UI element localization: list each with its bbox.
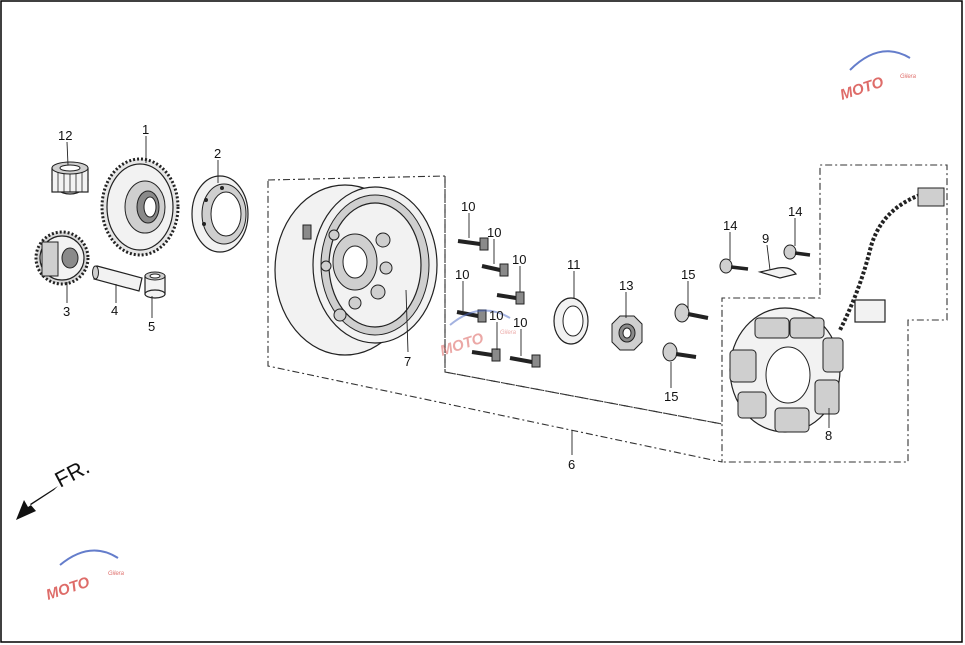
watermark-bottom-left: MOTO Gilera bbox=[44, 549, 125, 604]
washer-part bbox=[553, 297, 589, 345]
callout-5: 5 bbox=[148, 319, 155, 334]
bolt-14b bbox=[783, 244, 811, 260]
callout-2: 2 bbox=[214, 146, 221, 161]
starter-driven-gear-part bbox=[100, 157, 180, 257]
callout-10-f: 10 bbox=[513, 315, 527, 330]
callout-1: 1 bbox=[142, 122, 149, 137]
pickup-sensor bbox=[854, 299, 886, 323]
callout-11: 11 bbox=[567, 257, 581, 272]
assembly-boundary-stator bbox=[444, 164, 948, 463]
callout-10-b: 10 bbox=[487, 225, 501, 240]
bolt-group-14 bbox=[719, 244, 811, 274]
bolt-10a bbox=[457, 237, 489, 251]
callout-15-b: 15 bbox=[664, 389, 678, 404]
bolt-10b bbox=[481, 263, 509, 277]
one-way-clutch-part bbox=[191, 175, 249, 253]
front-direction-arrow: FR. bbox=[16, 454, 94, 520]
watermark-text: MOTO bbox=[44, 574, 92, 604]
callout-15-a: 15 bbox=[681, 267, 695, 282]
callout-4: 4 bbox=[111, 303, 118, 318]
watermark-subtext: Gilera bbox=[108, 571, 125, 577]
callout-10-a: 10 bbox=[461, 199, 475, 214]
reduction-gear-part bbox=[34, 230, 90, 286]
callout-8: 8 bbox=[825, 428, 832, 443]
wire-connector bbox=[917, 187, 945, 207]
callout-10-c: 10 bbox=[512, 252, 526, 267]
needle-bearing-part bbox=[51, 161, 89, 195]
bolt-10f bbox=[509, 354, 541, 368]
flange-bolt-15b bbox=[662, 342, 697, 362]
bolt-group-10 bbox=[456, 237, 541, 368]
callout-labels: 12 1 2 3 4 5 7 6 10 10 10 10 10 10 11 13… bbox=[58, 122, 832, 472]
callout-10-d: 10 bbox=[455, 267, 469, 282]
callout-7: 7 bbox=[404, 354, 411, 369]
callout-12: 12 bbox=[58, 128, 72, 143]
callout-14-b: 14 bbox=[788, 204, 802, 219]
bolt-14a bbox=[719, 258, 749, 274]
stator-part bbox=[729, 187, 945, 433]
clamp-part bbox=[757, 267, 798, 279]
watermark-top-right: MOTO Gilera bbox=[838, 50, 917, 104]
callout-14-a: 14 bbox=[723, 218, 737, 233]
assembly-boundary-rotor bbox=[267, 175, 723, 463]
callout-10-e: 10 bbox=[489, 308, 503, 323]
flange-bolt-group-15 bbox=[662, 303, 709, 362]
callout-3: 3 bbox=[63, 304, 70, 319]
bolt-10c bbox=[496, 291, 525, 305]
watermark-subtext: Gilera bbox=[900, 74, 917, 80]
callout-9: 9 bbox=[762, 231, 769, 246]
watermark-subtext: Gilera bbox=[500, 330, 517, 336]
leader-lines bbox=[66, 136, 830, 455]
callout-6: 6 bbox=[568, 457, 575, 472]
flange-bolt-15a bbox=[674, 303, 709, 323]
collar-part bbox=[144, 271, 166, 299]
callout-13: 13 bbox=[619, 278, 633, 293]
nut-part bbox=[611, 315, 643, 351]
shaft-part bbox=[92, 265, 143, 292]
flywheel-rotor-part bbox=[274, 184, 438, 356]
watermark-text: MOTO bbox=[838, 74, 886, 104]
bolt-10e bbox=[471, 348, 501, 362]
